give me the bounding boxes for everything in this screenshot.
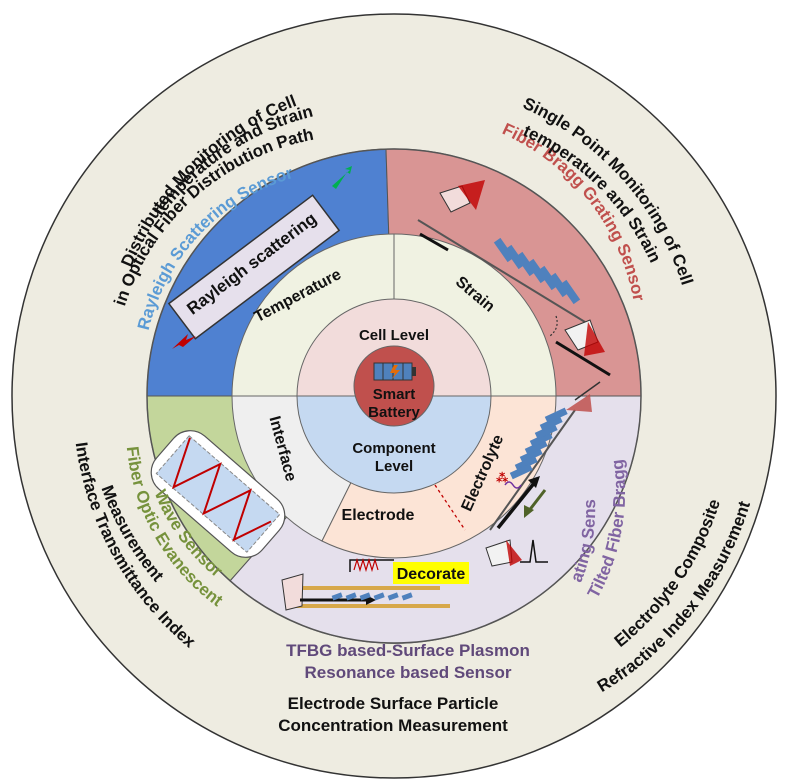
battery-label: Battery <box>368 404 420 421</box>
spr-illustration: Decorate <box>281 557 469 611</box>
spr-grating <box>331 592 413 601</box>
sensor-ring-border <box>146 148 642 644</box>
spr-sensor-label-1: TFBG based-Surface Plasmon <box>286 641 530 660</box>
tfbg-grating <box>509 407 568 480</box>
cell-level-label: Cell Level <box>359 327 429 344</box>
decorate-badge <box>393 562 469 584</box>
component-level-label-2: Level <box>375 458 413 475</box>
red-arrow-icon <box>172 334 196 349</box>
component-level-half <box>296 395 492 494</box>
electrode-measurement-2: Concentration Measurement <box>278 716 508 735</box>
component-level-label-1: Component <box>352 440 435 457</box>
tfbg-illustration: ⁂ <box>485 381 601 567</box>
fbg-grating <box>493 237 581 305</box>
electrode-measurement-1: Electrode Surface Particle <box>288 694 499 713</box>
decorate-label: Decorate <box>397 566 466 583</box>
electrode-label: Electrode <box>342 507 415 524</box>
spr-sensor-label-2: Resonance based Sensor <box>305 663 512 682</box>
evanescent-illustration <box>150 430 286 558</box>
fbg-illustration <box>417 180 611 377</box>
svg-text:⁂: ⁂ <box>496 471 509 485</box>
smart-label: Smart <box>373 386 416 403</box>
green-arrow-icon <box>332 166 352 189</box>
battery-icon <box>373 362 416 381</box>
